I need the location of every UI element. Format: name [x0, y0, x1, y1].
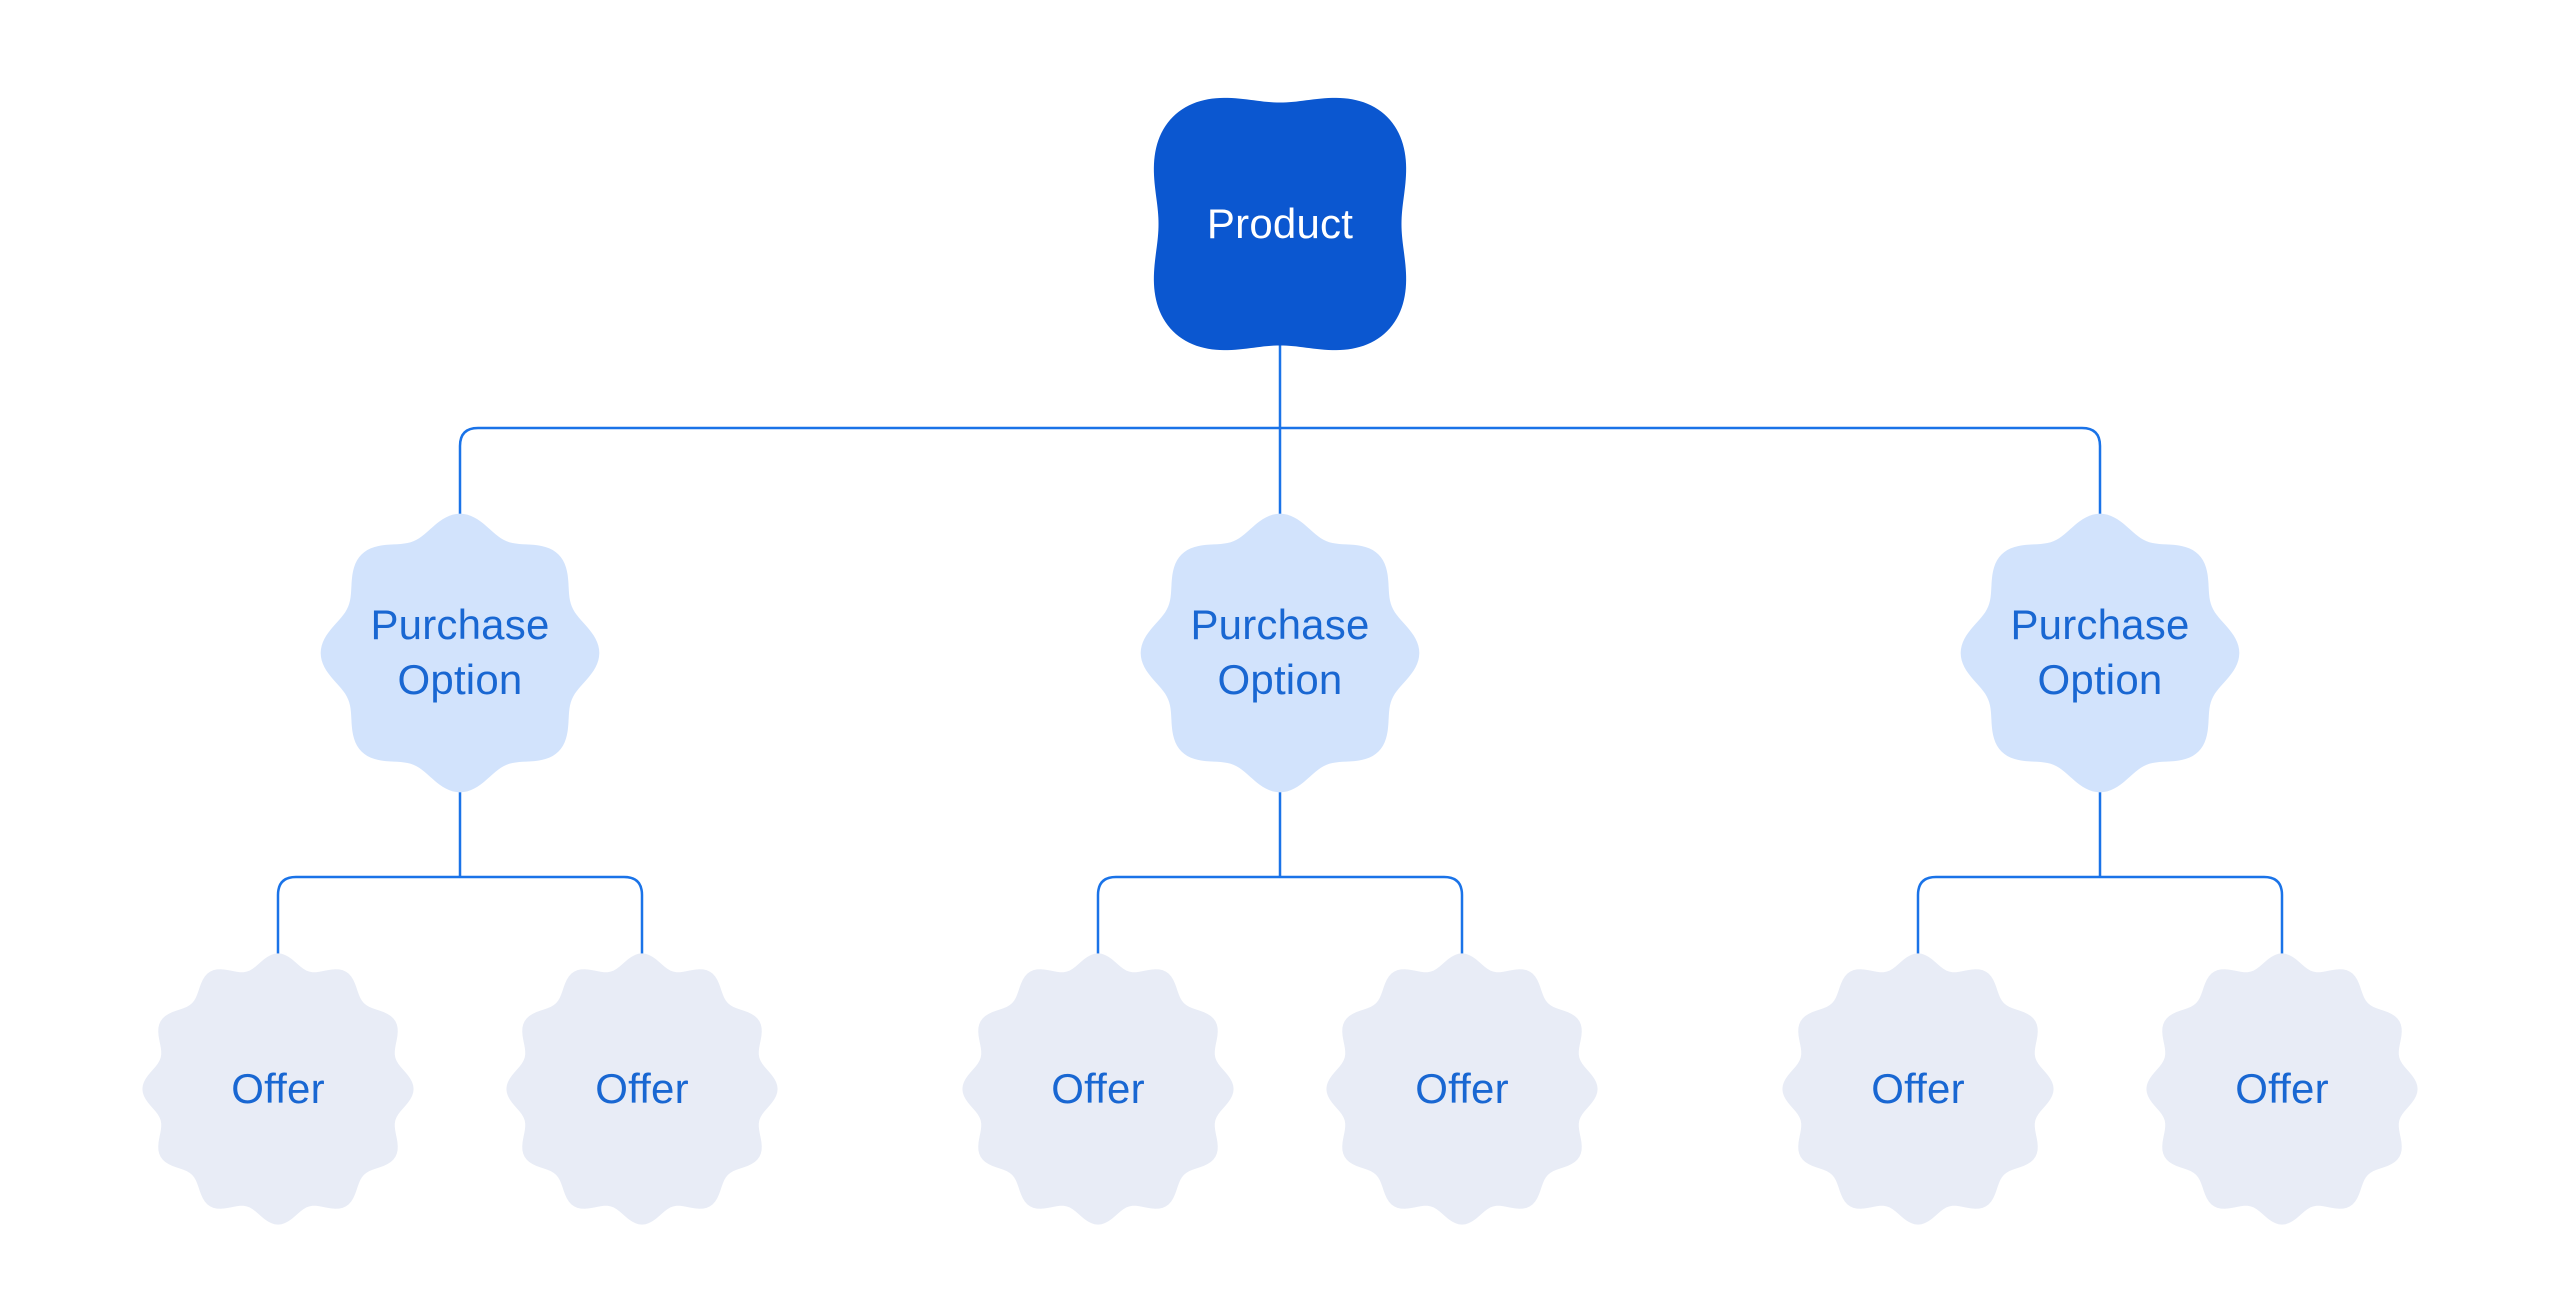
connector-branch2-rail — [1096, 875, 1464, 956]
purchase-option-node-1: Purchase Option — [320, 513, 600, 793]
offer-blob-shape — [962, 953, 1234, 1225]
product-blob-shape — [1153, 97, 1407, 351]
offer-blob-shape — [506, 953, 778, 1225]
purchase-option-label: Purchase Option — [370, 601, 550, 703]
offer-label: Offer — [2235, 1064, 2329, 1112]
offer-node-1-1: Offer — [142, 953, 414, 1225]
offer-label: Offer — [1415, 1064, 1509, 1112]
offer-blob-shape — [142, 953, 414, 1225]
offer-node-3-2: Offer — [2146, 953, 2418, 1225]
product-label: Product — [1206, 199, 1354, 247]
purchase-option-label: Purchase Option — [2010, 601, 2190, 703]
product-node: Product — [1150, 94, 1410, 354]
offer-label: Offer — [1871, 1064, 1965, 1112]
offer-node-3-1: Offer — [1782, 953, 2054, 1225]
offer-node-1-2: Offer — [506, 953, 778, 1225]
purchase-option-blob-shape — [1960, 513, 2240, 793]
purchase-option-blob-shape — [320, 513, 600, 793]
purchase-option-blob-shape — [1140, 513, 1420, 793]
offer-blob-shape — [1326, 953, 1598, 1225]
purchase-option-node-3: Purchase Option — [1960, 513, 2240, 793]
offer-label: Offer — [231, 1064, 325, 1112]
offer-node-2-2: Offer — [1326, 953, 1598, 1225]
offer-blob-shape — [1782, 953, 2054, 1225]
connector-branch1-rail — [276, 875, 644, 956]
connector-level1-rail — [458, 426, 2102, 520]
offer-node-2-1: Offer — [962, 953, 1234, 1225]
connector-bran3-rail — [1916, 875, 2284, 956]
purchase-option-node-2: Purchase Option — [1140, 513, 1420, 793]
offer-label: Offer — [595, 1064, 689, 1112]
purchase-option-label: Purchase Option — [1190, 601, 1370, 703]
offer-blob-shape — [2146, 953, 2418, 1225]
offer-label: Offer — [1051, 1064, 1145, 1112]
